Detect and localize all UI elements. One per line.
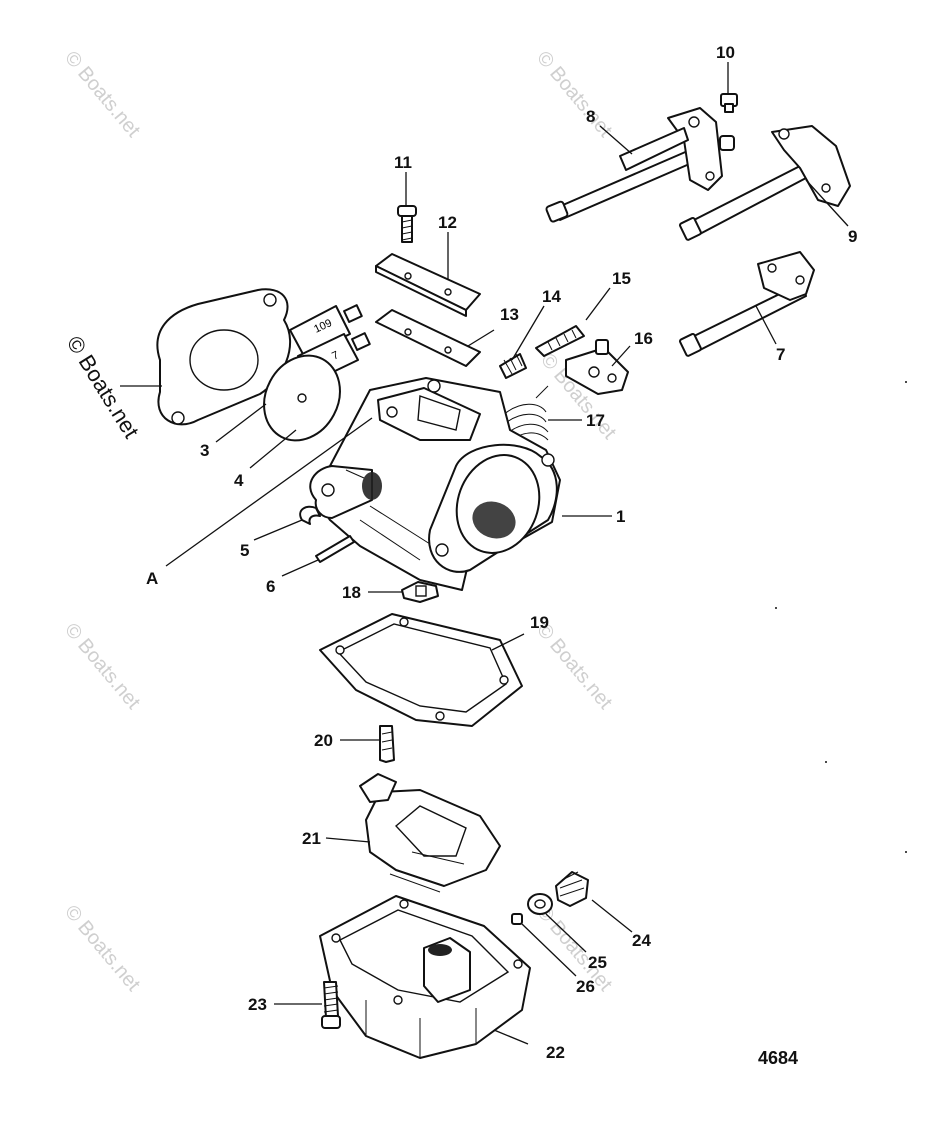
watermark: © Boats.net [532,47,616,142]
part-8-throttle-shaft [545,107,735,223]
scan-specks [775,381,907,853]
part-20-needle [379,725,395,763]
watermark: © Boats.net [532,901,616,996]
part-7-shaft [678,251,815,357]
callout-13: 13 [500,305,519,324]
callout-19: 19 [530,613,549,632]
callout-6: 6 [266,577,275,596]
callout-16: 16 [634,329,653,348]
part-5-clip [299,505,321,525]
callouts: 10 8 9 7 11 12 13 14 15 16 17 1 3 4 5 6 … [146,43,857,1062]
part-10-screw [720,93,738,113]
callout-4: 4 [234,471,244,490]
part-gasket-mounting [156,288,292,426]
callout-14: 14 [542,287,561,306]
callout-15: 15 [612,269,631,288]
part-12-plate [375,253,481,317]
watermark: © Boats.net [60,47,144,142]
part-6-pin [315,535,355,563]
callout-25: 25 [588,953,607,972]
watermark: © Boats.net [60,901,144,996]
callout-9: 9 [848,227,857,246]
watermark: © Boats.net [532,619,616,714]
part-9-choke-shaft [678,125,851,241]
callout-18: 18 [342,583,361,602]
callout-17: 17 [586,411,605,430]
callout-10: 10 [716,43,735,62]
callout-20: 20 [314,731,333,750]
part-19-gasket [319,613,523,727]
part-26-jet [511,913,523,925]
figure-number: 4684 [758,1048,798,1068]
part-17-spring [501,385,549,445]
part-1-carburetor-body [309,377,561,591]
callout-A: A [146,569,158,588]
tube-label-7: 7 [330,349,341,362]
part-23-screw [321,981,341,1029]
leader-lines [120,62,849,1045]
callout-8: 8 [586,107,595,126]
part-11-screw [397,205,417,243]
part-18-washer [401,581,439,603]
callout-24: 24 [632,931,651,950]
callout-21: 21 [302,829,321,848]
part-4-diaphragm [263,354,341,442]
callout-23: 23 [248,995,267,1014]
callout-1: 1 [616,507,625,526]
callout-11: 11 [394,153,412,172]
part-21-float [359,773,501,893]
part-16-plate [565,339,629,395]
callout-26: 26 [576,977,595,996]
part-13-plate [375,309,481,367]
part-22-float-bowl [319,895,531,1059]
callout-3: 3 [200,441,209,460]
callout-12: 12 [438,213,457,232]
watermark-dark: © Boats.net [62,331,144,442]
part-15-needle [535,325,585,357]
callout-5: 5 [240,541,249,560]
callout-22: 22 [546,1043,565,1062]
callout-7: 7 [776,345,785,364]
watermark: © Boats.net [60,619,144,714]
part-25-washer [527,893,553,915]
part-24-plug [555,871,589,907]
